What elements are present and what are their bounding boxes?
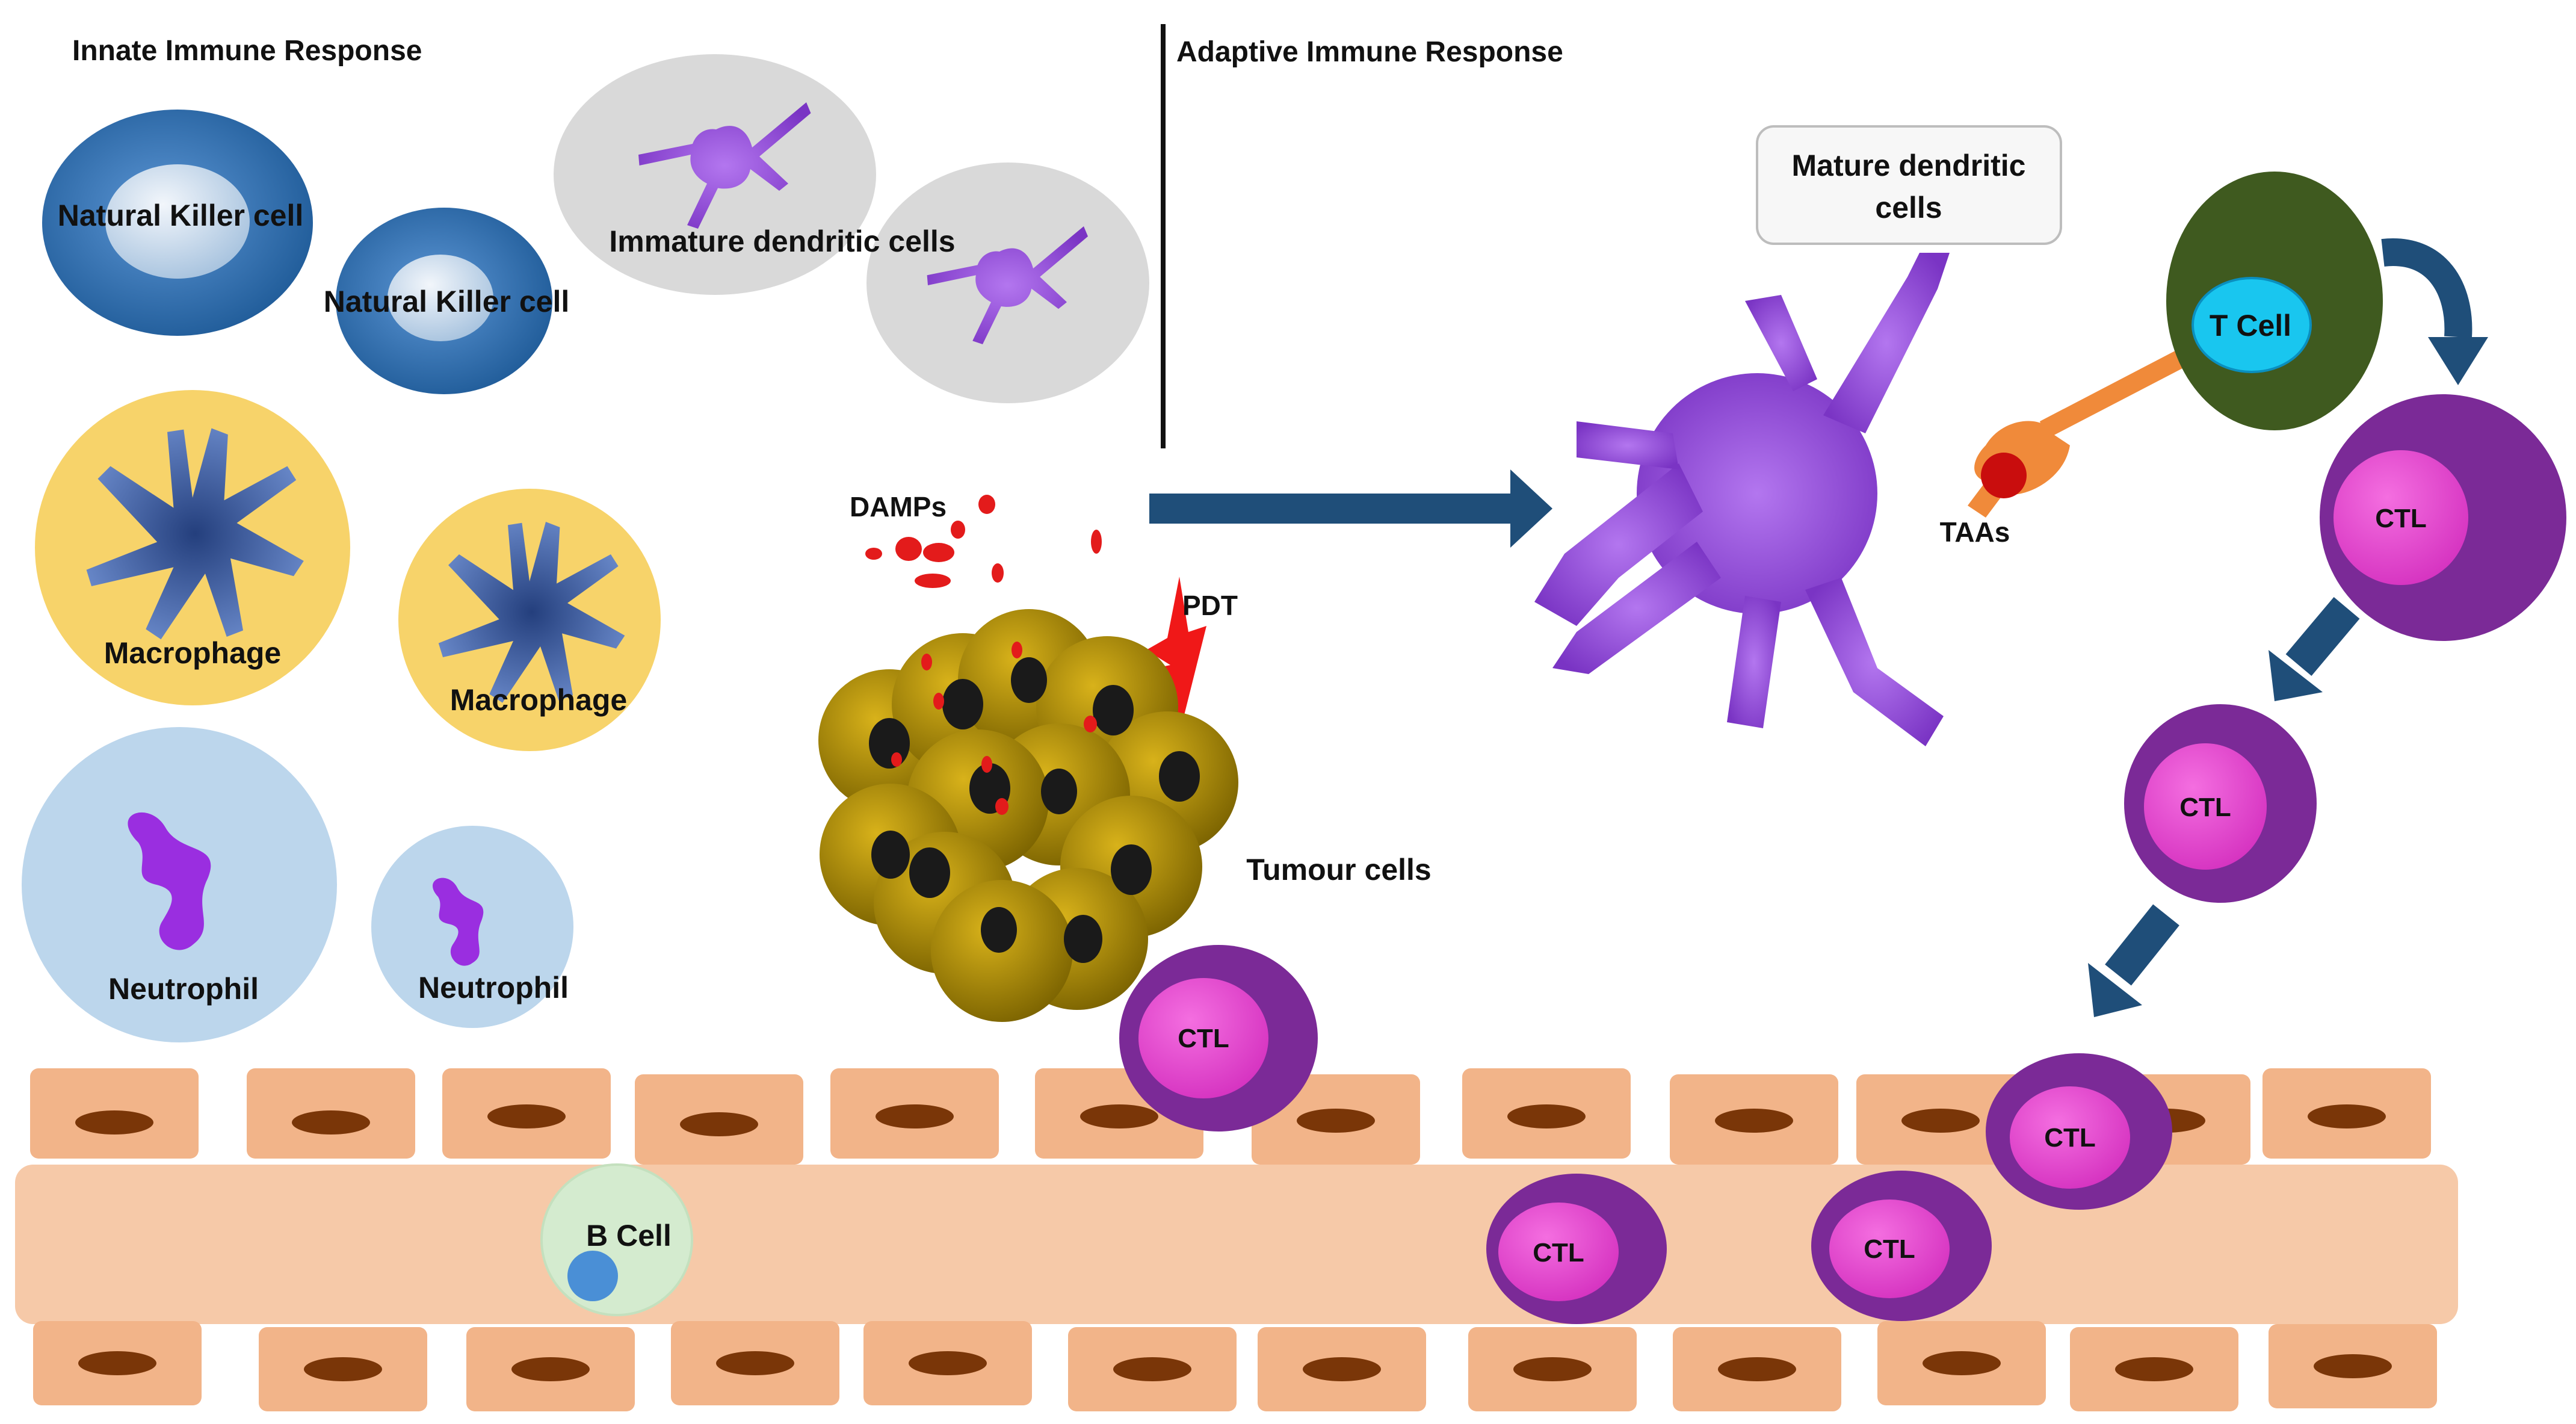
ctl-label: CTL — [2179, 793, 2231, 822]
neutrophil-1: Neutrophil — [22, 727, 337, 1042]
lightning-bolt-icon — [1146, 577, 1206, 722]
ctl-cell: CTL — [2320, 394, 2566, 641]
macrophage-1: Macrophage — [35, 390, 350, 705]
arrow-3 — [2088, 904, 2179, 1017]
endothelium-top — [30, 1068, 2431, 1165]
ctl-label: CTL — [2044, 1123, 2096, 1153]
immature-dc-1 — [554, 54, 876, 295]
mature-dc: Mature dendritic cells — [1534, 125, 2062, 746]
ctl-cell: CTL — [1811, 1171, 1992, 1321]
neutrophil-2-label: Neutrophil — [418, 971, 569, 1005]
mature-dc-label-line1: Mature dendritic — [1792, 149, 2026, 182]
immature-dc-label: Immature dendritic cells — [609, 224, 955, 258]
ctl-cell: CTL — [1119, 945, 1318, 1131]
macrophage-2-label: Macrophage — [450, 683, 628, 717]
nk-cell-1-label: Natural Killer cell — [58, 199, 304, 232]
mature-dc-label-line2: cells — [1875, 191, 1942, 224]
ctl-label: CTL — [1864, 1234, 1915, 1264]
arrow-head-1 — [2428, 337, 2488, 385]
t-cell-label: T Cell — [2210, 309, 2291, 342]
ctl-label: CTL — [1533, 1238, 1584, 1268]
t-cell-group: T Cell TAAs — [1940, 172, 2383, 548]
ctl-label: CTL — [1178, 1024, 1229, 1053]
macrophage-2: Macrophage — [398, 489, 661, 751]
damps-group: DAMPs — [850, 491, 1102, 588]
damps-label: DAMPs — [850, 491, 947, 522]
adaptive-heading: Adaptive Immune Response — [1176, 36, 1563, 68]
ctl-cell: CTL — [1486, 1174, 1667, 1324]
mature-dc-label-box — [1756, 125, 2062, 245]
ctl-cell: CTL — [2124, 704, 2317, 903]
neutrophil-nucleus-icon — [433, 878, 484, 966]
pdt-label: PDT — [1182, 590, 1238, 621]
ctl-label: CTL — [2375, 504, 2427, 533]
macrophage-1-label: Macrophage — [104, 636, 282, 670]
endothelium-bottom — [33, 1321, 2437, 1411]
pdt-group: PDT — [1146, 577, 1238, 722]
differentiation-arrows — [2381, 238, 2473, 338]
dendritic-cell-icon — [1534, 253, 1950, 746]
taas-label: TAAs — [1940, 516, 2010, 548]
tumour-label: Tumour cells — [1246, 853, 1431, 887]
nk-cell-1: Natural Killer cell — [42, 110, 313, 336]
b-cell: B Cell — [540, 1163, 693, 1316]
neutrophil-1-label: Neutrophil — [108, 972, 259, 1006]
ctl-cell: CTL — [1986, 1053, 2172, 1210]
neutrophil-2: Neutrophil — [371, 826, 573, 1028]
b-cell-label: B Cell — [586, 1219, 672, 1252]
immature-dc-2 — [866, 163, 1149, 403]
neutrophil-nucleus-icon — [128, 812, 211, 950]
arrow-2 — [2269, 596, 2360, 701]
tumour-cluster: Tumour cells — [818, 609, 1432, 1022]
receptor-icon — [2040, 346, 2196, 439]
activation-arrow — [1149, 469, 1552, 548]
nk-cell-2-label: Natural Killer cell — [324, 285, 570, 318]
nk-cell-2: Natural Killer cell — [324, 208, 570, 394]
innate-heading: Innate Immune Response — [72, 35, 422, 67]
